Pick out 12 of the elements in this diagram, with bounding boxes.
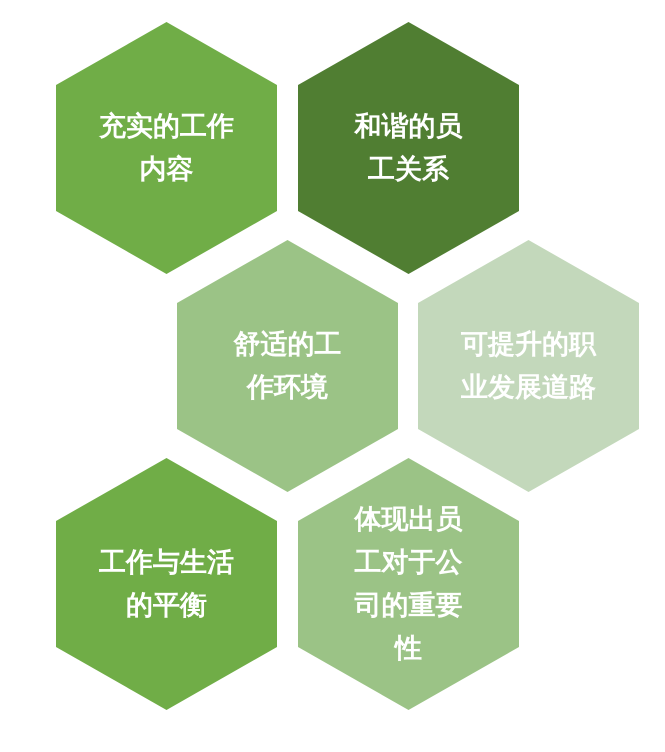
hexagon-label: 体现出员工对于公司的重要性 <box>352 503 464 666</box>
hexagon-label: 可提升的职业发展道路 <box>460 328 598 405</box>
hexagon <box>298 22 519 274</box>
hexagon <box>298 458 519 710</box>
hexagon-label: 充实的工作内容 <box>98 110 235 187</box>
hexagon <box>56 22 277 274</box>
hexagon <box>418 240 639 492</box>
hexagon <box>177 240 398 492</box>
hexagon-label: 舒适的工作环境 <box>232 328 342 405</box>
hexagon-label: 和谐的员工关系 <box>353 110 464 187</box>
hexagon <box>56 458 277 710</box>
hexagon-label: 工作与生活的平衡 <box>98 546 235 623</box>
